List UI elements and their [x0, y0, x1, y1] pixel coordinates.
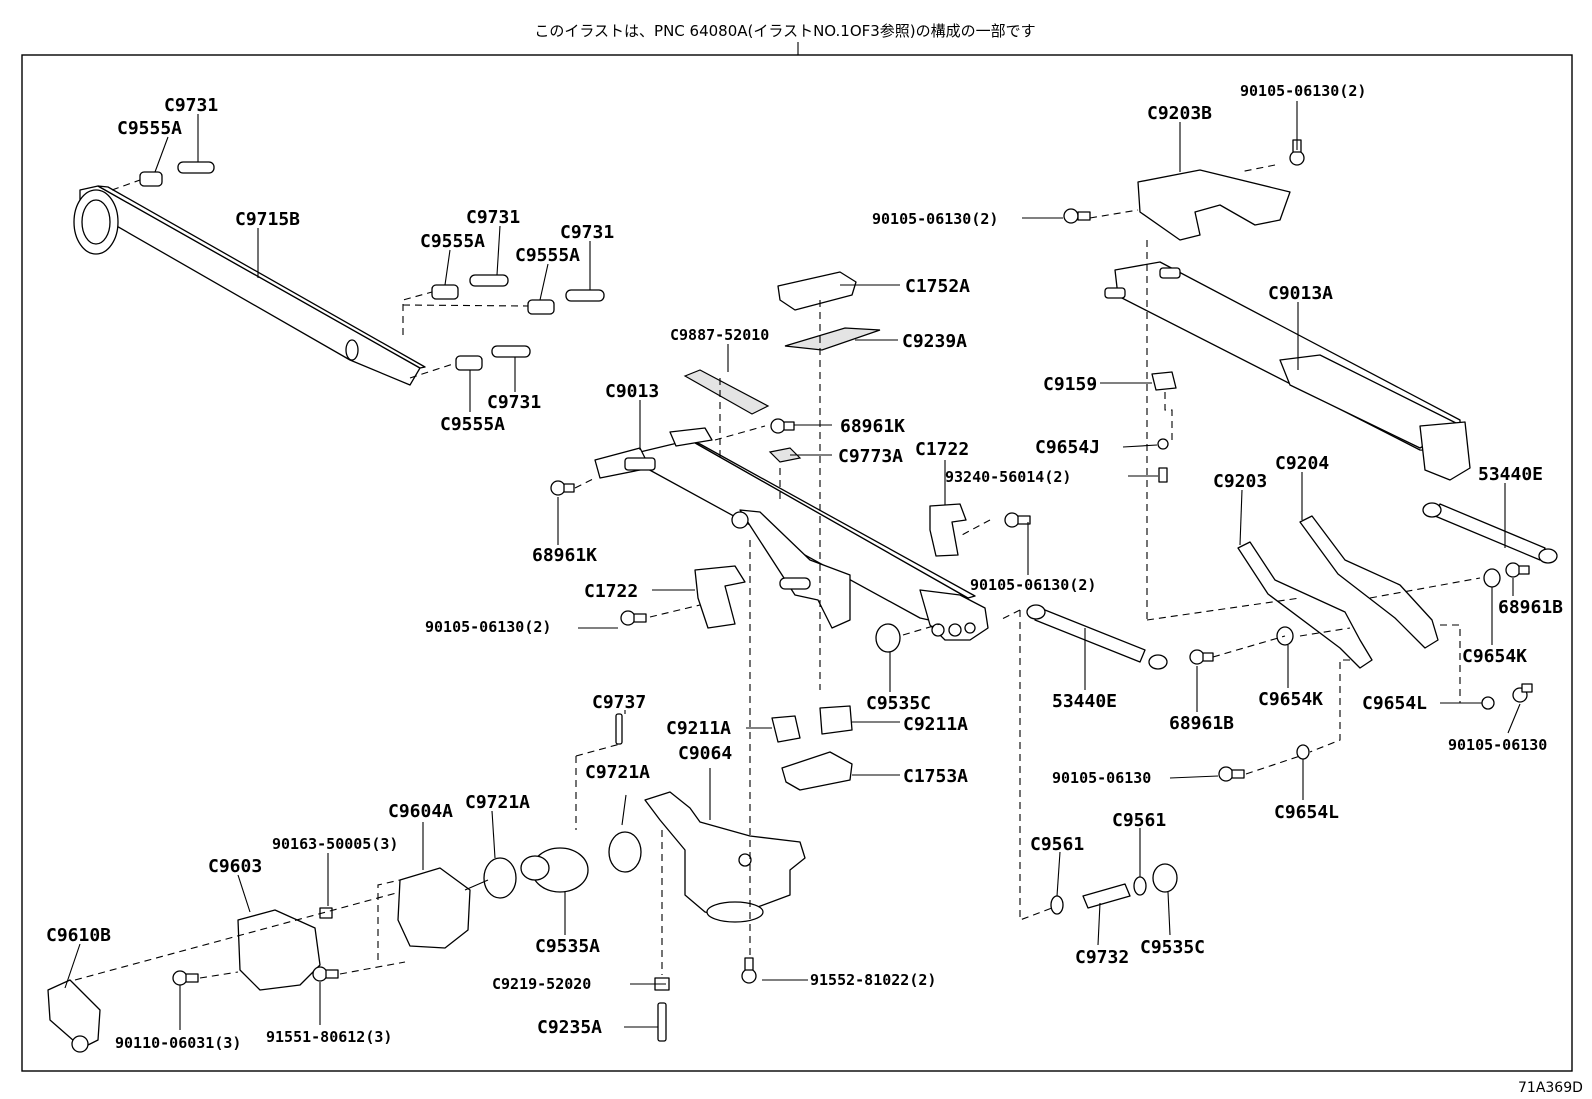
sheet-c9887 — [683, 369, 770, 415]
label-90105-06130: 90105-06130(2) — [425, 618, 551, 636]
label-c1753a: C1753A — [903, 766, 968, 787]
label-c9732: C9732 — [1075, 947, 1129, 968]
label-91552-81022: 91552-81022(2) — [810, 971, 936, 989]
label-c9773a: C9773A — [838, 446, 903, 467]
label-c1722: C1722 — [915, 439, 969, 460]
plate-c9604a — [397, 867, 471, 949]
label-c1752a: C1752A — [905, 276, 970, 297]
header-note: このイラストは、PNC 64080A(イラストNO.1OF3参照)の構成の一部で… — [534, 22, 1035, 40]
label-c9721a: C9721A — [465, 792, 530, 813]
label-c9239a: C9239A — [902, 331, 967, 352]
label-c9219-52020: C9219-52020 — [492, 975, 591, 993]
label-68961k: 68961K — [532, 545, 597, 566]
bracket-c9203b — [1137, 169, 1291, 241]
label-c9555a: C9555A — [515, 245, 580, 266]
label-c9887-52010: C9887-52010 — [670, 326, 769, 344]
pin-set-c9732 — [1050, 863, 1178, 915]
label-68961k: 68961K — [840, 416, 905, 437]
label-90105-06130: 90105-06130(2) — [872, 210, 998, 228]
label-90105-06130: 90105-06130(2) — [970, 576, 1096, 594]
label-93240-56014: 93240-56014(2) — [945, 468, 1071, 486]
label-c9654l: C9654L — [1362, 693, 1427, 714]
bracket-c1753a — [781, 751, 853, 791]
diagram-frame — [21, 54, 1573, 1072]
link-c9203 — [1237, 541, 1373, 669]
housing-c9064-drawing — [644, 791, 806, 923]
label-c9604a: C9604A — [388, 801, 453, 822]
bracket-c1722-lower — [694, 565, 746, 629]
label-c9204: C9204 — [1275, 453, 1329, 474]
label-53440e: 53440E — [1052, 691, 1117, 712]
label-c9064: C9064 — [678, 743, 732, 764]
rail-c9013a-drawing — [1104, 261, 1471, 481]
sheet-c9239a — [784, 327, 881, 351]
label-91551-80612: 91551-80612(3) — [266, 1028, 392, 1046]
label-90110-06031: 90110-06031(3) — [115, 1034, 241, 1052]
label-c9561: C9561 — [1112, 810, 1166, 831]
label-c9654l: C9654L — [1274, 802, 1339, 823]
ring-c9721a-right — [608, 831, 642, 873]
ring-c9721a-left — [483, 857, 517, 899]
label-c9555a: C9555A — [420, 231, 485, 252]
drawing-code: 71A369D — [1518, 1080, 1583, 1096]
label-c9654j: C9654J — [1035, 437, 1100, 458]
gear-c9535a — [520, 847, 589, 893]
label-c9654k: C9654K — [1462, 646, 1527, 667]
pin-c9737 — [615, 713, 623, 745]
fasteners-center — [550, 418, 1031, 653]
label-c9211a: C9211A — [903, 714, 968, 735]
label-c9715b: C9715B — [235, 209, 300, 230]
shock-53440e-lower — [1026, 604, 1168, 670]
cover-c1752a — [777, 271, 857, 311]
fasteners-center-lower — [654, 957, 757, 1042]
label-c9535a: C9535A — [535, 936, 600, 957]
label-90105-06130: 90105-06130 — [1448, 736, 1547, 754]
label-c9603: C9603 — [208, 856, 262, 877]
label-c9203: C9203 — [1213, 471, 1267, 492]
label-c9535c: C9535C — [866, 693, 931, 714]
label-53440e: 53440E — [1478, 464, 1543, 485]
label-c9235a: C9235A — [537, 1017, 602, 1038]
label-90105-06130: 90105-06130 — [1052, 769, 1151, 787]
label-c1722: C1722 — [584, 581, 638, 602]
label-c9561: C9561 — [1030, 834, 1084, 855]
fasteners-right-top — [1063, 139, 1305, 483]
bushings-left — [139, 161, 605, 371]
label-c9731: C9731 — [560, 222, 614, 243]
label-c9555a: C9555A — [440, 414, 505, 435]
label-c9721a: C9721A — [585, 762, 650, 783]
label-90105-06130: 90105-06130(2) — [1240, 82, 1366, 100]
label-c9731: C9731 — [164, 95, 218, 116]
frame-c9013-drawing — [594, 427, 989, 641]
clip-c9211a-right — [819, 705, 853, 735]
label-c9535c: C9535C — [1140, 937, 1205, 958]
fasteners-right-middle — [1189, 562, 1533, 782]
label-c9731: C9731 — [466, 207, 520, 228]
label-c9159: C9159 — [1043, 374, 1097, 395]
label-c9737: C9737 — [592, 692, 646, 713]
sheet-c9773a — [768, 447, 802, 463]
label-c9013a: C9013A — [1268, 283, 1333, 304]
label-c9203b: C9203B — [1147, 103, 1212, 124]
bar-c9715b-drawing — [73, 185, 426, 386]
shock-53440e-upper — [1422, 502, 1558, 564]
label-68961b: 68961B — [1498, 597, 1563, 618]
label-c9610b: C9610B — [46, 925, 111, 946]
clip-c9211a-left — [771, 715, 801, 743]
link-c9204 — [1299, 515, 1439, 649]
bracket-c1722-upper — [929, 503, 967, 557]
label-c9555a: C9555A — [117, 118, 182, 139]
bracket-c9603 — [237, 909, 321, 991]
label-c9654k: C9654K — [1258, 689, 1323, 710]
fasteners-lower-left — [172, 907, 339, 986]
label-c9013: C9013 — [605, 381, 659, 402]
label-68961b: 68961B — [1169, 713, 1234, 734]
label-c9211a: C9211A — [666, 718, 731, 739]
label-c9731: C9731 — [487, 392, 541, 413]
motor-c9610b — [47, 979, 101, 1053]
label-90163-50005: 90163-50005(3) — [272, 835, 398, 853]
